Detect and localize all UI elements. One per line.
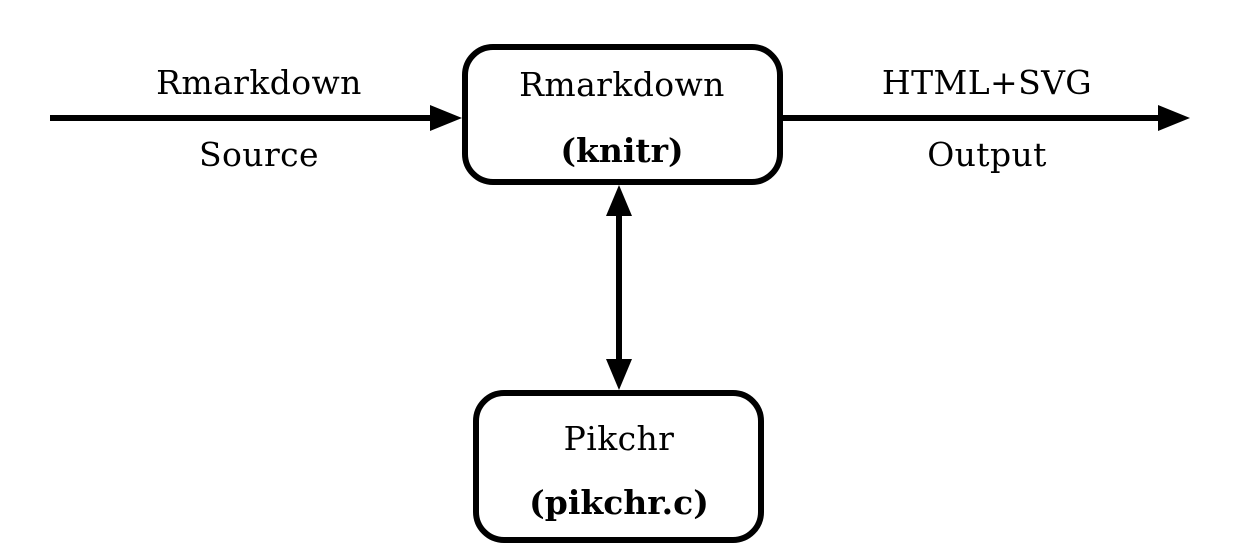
output-arrow-head-icon xyxy=(1158,105,1190,131)
pikchr-box-line2: (pikchr.c) xyxy=(529,483,709,522)
pikchr-box[interactable]: Pikchr (pikchr.c) xyxy=(473,390,764,543)
output-arrow: HTML+SVG Output xyxy=(780,63,1190,174)
output-arrow-label-above: HTML+SVG xyxy=(882,63,1092,102)
input-arrow: Rmarkdown Source xyxy=(50,63,462,174)
knitr-box-line1: Rmarkdown xyxy=(519,65,725,104)
input-arrow-head-icon xyxy=(430,105,462,131)
knitr-pikchr-link xyxy=(606,185,632,390)
knitr-box-outline xyxy=(462,44,783,185)
input-arrow-label-below: Source xyxy=(199,135,319,174)
pikchr-box-line1: Pikchr xyxy=(564,419,675,458)
knitr-box-line2: (knitr) xyxy=(560,131,683,170)
output-arrow-label-below: Output xyxy=(927,135,1047,174)
link-arrow-head-down-icon xyxy=(606,359,632,390)
link-arrow-head-up-icon xyxy=(606,185,632,216)
input-arrow-label-above: Rmarkdown xyxy=(156,63,362,102)
pikchr-box-outline xyxy=(473,390,764,543)
knitr-box[interactable]: Rmarkdown (knitr) xyxy=(462,44,783,185)
